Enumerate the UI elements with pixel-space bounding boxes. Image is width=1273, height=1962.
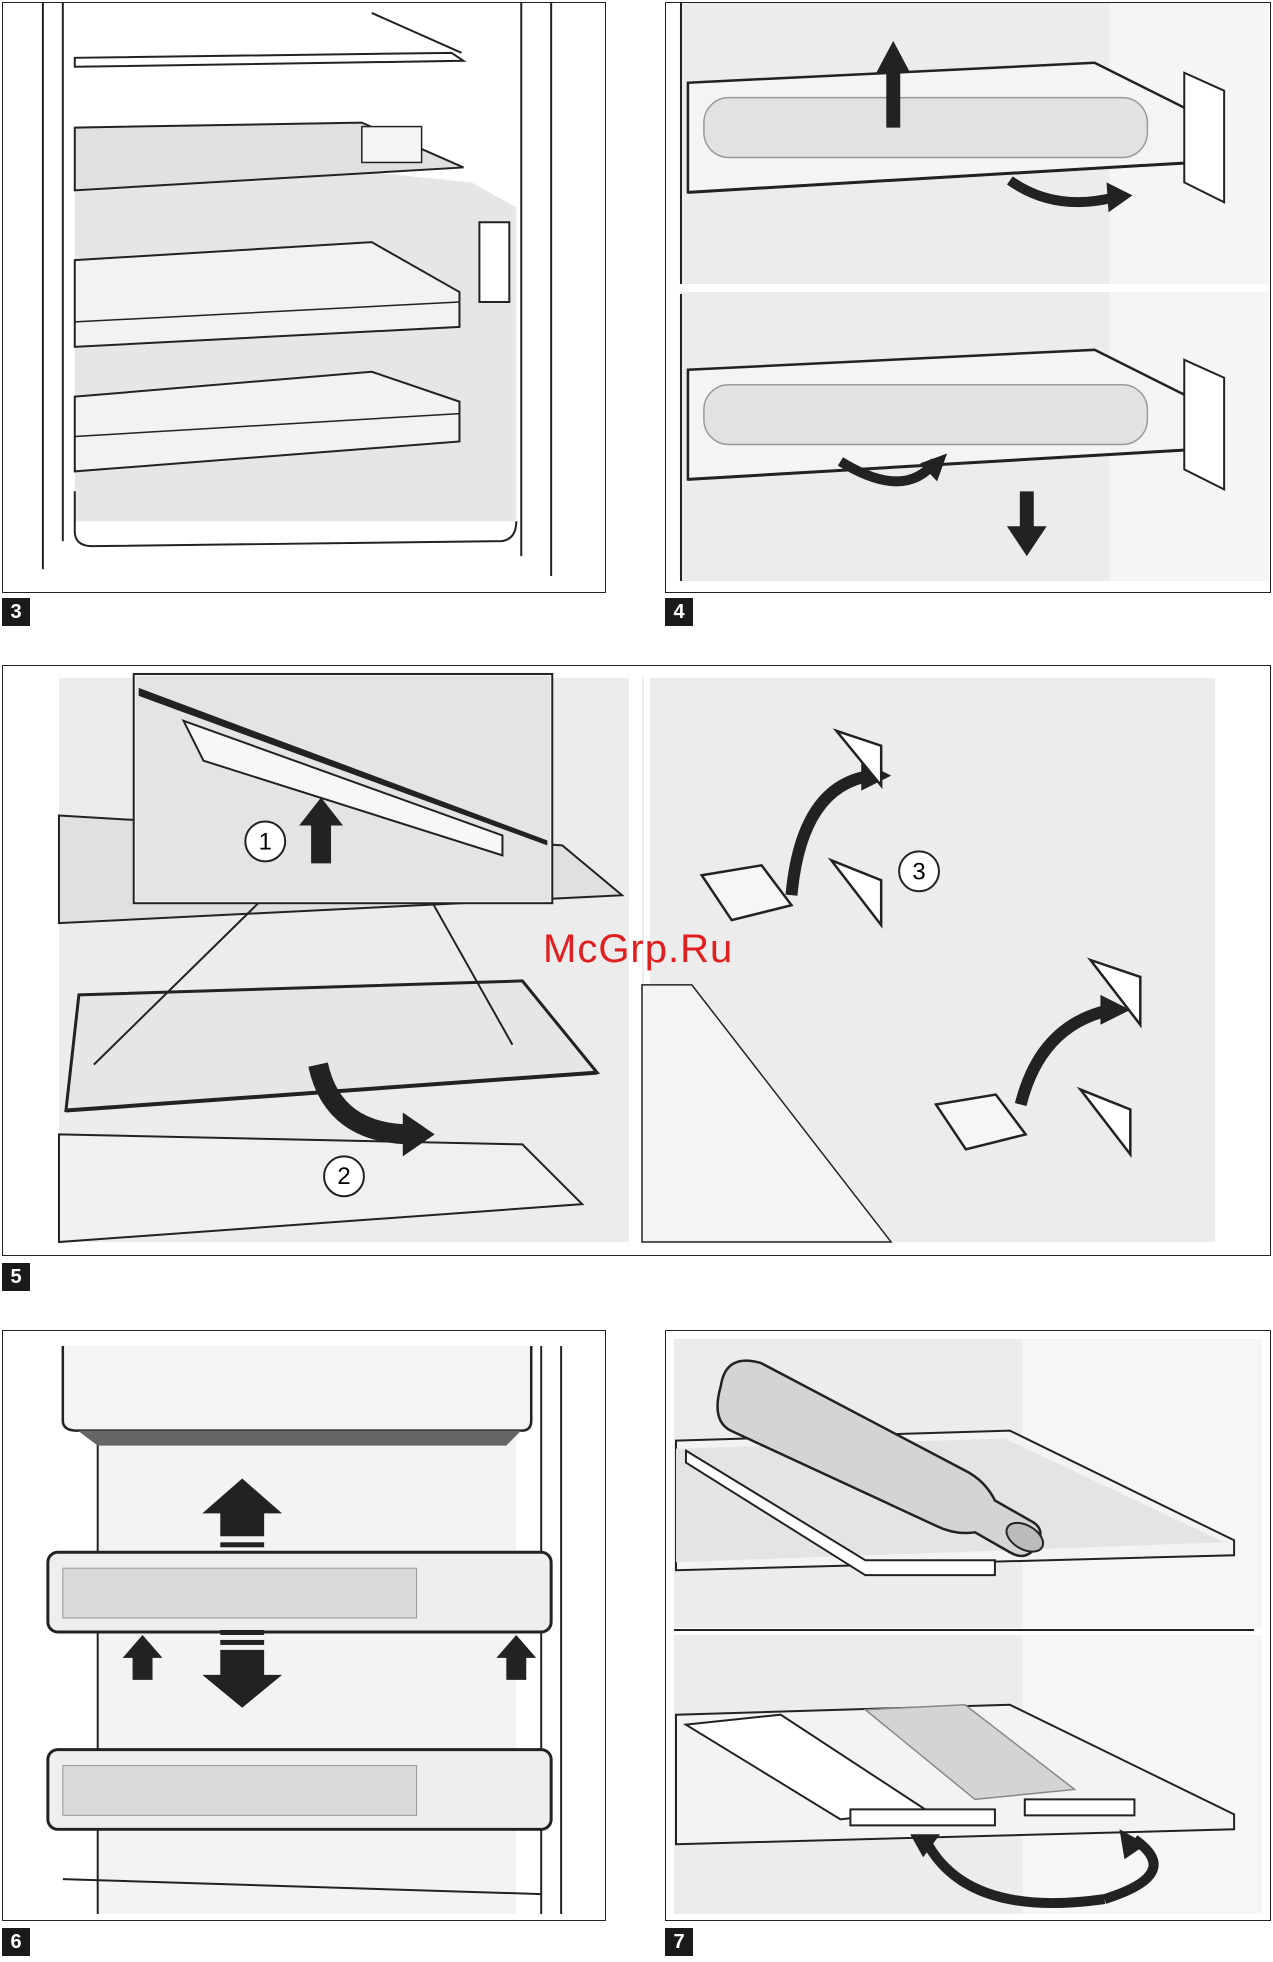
figure-7-panel <box>665 1330 1271 1921</box>
figure-6-panel <box>2 1330 606 1921</box>
step-3-label: 3 <box>912 858 925 885</box>
figure-3-panel <box>2 2 606 593</box>
figure-7-illustration <box>666 1331 1270 1920</box>
step-2-label: 2 <box>337 1163 350 1190</box>
figure-4-number: 4 <box>665 598 693 626</box>
figure-4-illustration <box>666 3 1270 592</box>
figure-6-number: 6 <box>2 1928 30 1956</box>
step-1-label: 1 <box>259 828 272 855</box>
figure-3-illustration <box>3 3 605 592</box>
figure-6-illustration <box>3 1331 605 1920</box>
figure-7-number: 7 <box>665 1928 693 1956</box>
figure-4-panel <box>665 2 1271 593</box>
figure-5-number: 5 <box>2 1263 30 1291</box>
watermark-text: McGrp.Ru <box>543 927 733 972</box>
figure-3-number: 3 <box>2 598 30 626</box>
